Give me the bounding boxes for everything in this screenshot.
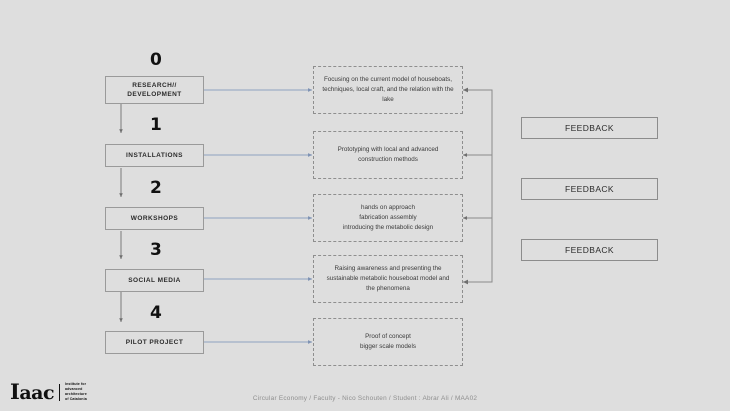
stage-box-pilot-project[interactable]: PILOT PROJECT [105,331,204,354]
stage-number-2: 2 [150,178,162,198]
stage-number-1: 1 [150,115,162,135]
footer-credit: Circular Economy / Faculty - Nico Schout… [252,395,478,402]
description-box-research: Focusing on the current model of housebo… [313,66,463,114]
stage-box-social-media[interactable]: SOCIAL MEDIA [105,269,204,292]
feedback-box-1[interactable]: FEEDBACK [521,117,658,139]
stage-box-workshops[interactable]: WORKSHOPS [105,207,204,230]
description-box-social-media: Raising awareness and presenting the sus… [313,255,463,303]
stage-number-0: 0 [150,50,162,70]
stage-box-research-development[interactable]: RESEARCH//DEVELOPMENT [105,76,204,104]
stage-box-installations[interactable]: INSTALLATIONS [105,144,204,167]
stage-number-3: 3 [150,240,162,260]
logo-divider [59,383,61,401]
stage-number-4: 4 [150,303,162,323]
feedback-box-3[interactable]: FEEDBACK [521,239,658,261]
description-box-installations: Prototyping with local and advanced cons… [313,131,463,179]
feedback-box-2[interactable]: FEEDBACK [521,178,658,200]
iaac-logo-text: aac [19,382,55,404]
iaac-logo-mark: Iaac [10,379,55,404]
